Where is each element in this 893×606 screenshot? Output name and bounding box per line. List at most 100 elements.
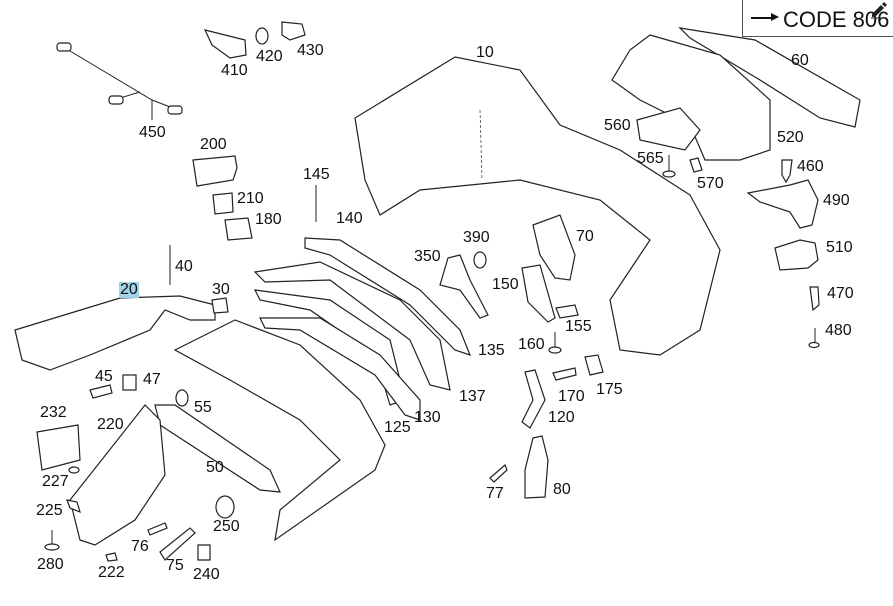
part-76-clip <box>147 522 168 536</box>
part-480-screw <box>808 328 820 349</box>
part-label-70[interactable]: 70 <box>576 228 594 245</box>
part-label-240[interactable]: 240 <box>193 566 220 583</box>
part-label-76[interactable]: 76 <box>131 538 149 555</box>
part-label-137[interactable]: 137 <box>459 388 486 405</box>
part-label-80[interactable]: 80 <box>553 481 571 498</box>
part-200-cover <box>192 155 238 187</box>
part-180-clip <box>224 217 253 241</box>
part-77-clip <box>489 463 508 483</box>
part-label-490[interactable]: 490 <box>823 192 850 209</box>
part-label-210[interactable]: 210 <box>237 190 264 207</box>
part-label-55[interactable]: 55 <box>194 399 212 416</box>
part-490-bracket <box>746 179 819 229</box>
part-label-75[interactable]: 75 <box>166 557 184 574</box>
part-label-155[interactable]: 155 <box>565 318 592 335</box>
part-bumper-lower <box>173 319 386 542</box>
part-137-trim <box>259 317 421 421</box>
part-label-460[interactable]: 460 <box>797 158 824 175</box>
part-390-nut <box>473 251 487 269</box>
part-460-clip <box>781 159 793 184</box>
part-label-160[interactable]: 160 <box>518 336 545 353</box>
pencil-edit-icon[interactable] <box>869 0 889 20</box>
part-45-screw <box>89 384 113 399</box>
part-250-grommet <box>215 495 235 519</box>
part-510-duct <box>774 239 819 271</box>
code-label: CODE 806 <box>783 7 890 32</box>
part-label-50[interactable]: 50 <box>206 459 224 476</box>
part-label-60[interactable]: 60 <box>791 52 809 69</box>
part-55-nut <box>175 389 189 407</box>
part-470-clip <box>809 286 820 312</box>
part-520-carrier <box>611 34 771 161</box>
part-280-screw <box>44 530 60 551</box>
part-420-ring <box>255 27 269 45</box>
part-75-bracket <box>159 527 196 561</box>
part-47-clip <box>122 374 137 391</box>
part-label-470[interactable]: 470 <box>827 285 854 302</box>
part-240-nut <box>197 544 211 561</box>
part-label-40[interactable]: 40 <box>175 258 193 275</box>
part-155-clip <box>555 304 579 319</box>
part-20-trim <box>14 295 216 371</box>
part-label-145[interactable]: 145 <box>303 166 330 183</box>
part-label-420[interactable]: 420 <box>256 48 283 65</box>
part-410-sensor <box>203 29 247 59</box>
part-label-430[interactable]: 430 <box>297 42 324 59</box>
part-label-565[interactable]: 565 <box>637 150 664 167</box>
part-label-520[interactable]: 520 <box>777 129 804 146</box>
part-170-screw <box>552 367 577 381</box>
part-label-450[interactable]: 450 <box>139 124 166 141</box>
part-label-175[interactable]: 175 <box>596 381 623 398</box>
part-label-220[interactable]: 220 <box>97 416 124 433</box>
part-10-bumper-cover <box>354 56 721 356</box>
part-label-390[interactable]: 390 <box>463 229 490 246</box>
part-232-plate <box>36 424 81 471</box>
part-560-cover <box>636 107 701 151</box>
part-150-bracket <box>521 264 556 323</box>
part-label-227[interactable]: 227 <box>42 473 69 490</box>
part-label-180[interactable]: 180 <box>255 211 282 228</box>
part-label-10[interactable]: 10 <box>476 44 494 61</box>
part-70-bracket <box>532 214 576 281</box>
part-label-225[interactable]: 225 <box>36 502 63 519</box>
part-label-560[interactable]: 560 <box>604 117 631 134</box>
part-label-250[interactable]: 250 <box>213 518 240 535</box>
part-135-trim <box>304 237 472 356</box>
part-label-45[interactable]: 45 <box>95 368 113 385</box>
part-label-135[interactable]: 135 <box>478 342 505 359</box>
part-label-30[interactable]: 30 <box>212 281 230 298</box>
part-220-frame <box>69 404 166 546</box>
part-label-200[interactable]: 200 <box>200 136 227 153</box>
part-label-410[interactable]: 410 <box>221 62 248 79</box>
part-label-125[interactable]: 125 <box>384 419 411 436</box>
part-label-232[interactable]: 232 <box>40 404 67 421</box>
part-120-trim <box>521 369 546 429</box>
part-80-bracket <box>524 435 549 499</box>
part-160-screw <box>548 332 562 354</box>
part-50-absorber <box>154 404 281 493</box>
part-label-510[interactable]: 510 <box>826 239 853 256</box>
part-label-47[interactable]: 47 <box>143 371 161 388</box>
right-arrow-icon <box>751 14 779 20</box>
part-430-bracket <box>281 21 306 41</box>
part-label-20-selected[interactable]: 20 <box>119 281 139 298</box>
part-label-222[interactable]: 222 <box>98 564 125 581</box>
part-label-150[interactable]: 150 <box>492 276 519 293</box>
part-label-120[interactable]: 120 <box>548 409 575 426</box>
part-label-350[interactable]: 350 <box>414 248 441 265</box>
part-60-step-plate <box>678 27 861 128</box>
part-label-140[interactable]: 140 <box>336 210 363 227</box>
part-222-clip <box>105 552 118 562</box>
part-label-570[interactable]: 570 <box>697 175 724 192</box>
part-450-wiring-harness <box>56 42 183 120</box>
part-label-170[interactable]: 170 <box>558 388 585 405</box>
part-label-130[interactable]: 130 <box>414 409 441 426</box>
part-label-280[interactable]: 280 <box>37 556 64 573</box>
part-130-trim <box>253 261 451 391</box>
part-227-washer <box>68 466 80 474</box>
part-label-77[interactable]: 77 <box>486 485 504 502</box>
part-label-480[interactable]: 480 <box>825 322 852 339</box>
part-570-clip <box>689 157 703 173</box>
part-175-clip <box>584 354 604 376</box>
part-225-clip <box>66 499 81 514</box>
